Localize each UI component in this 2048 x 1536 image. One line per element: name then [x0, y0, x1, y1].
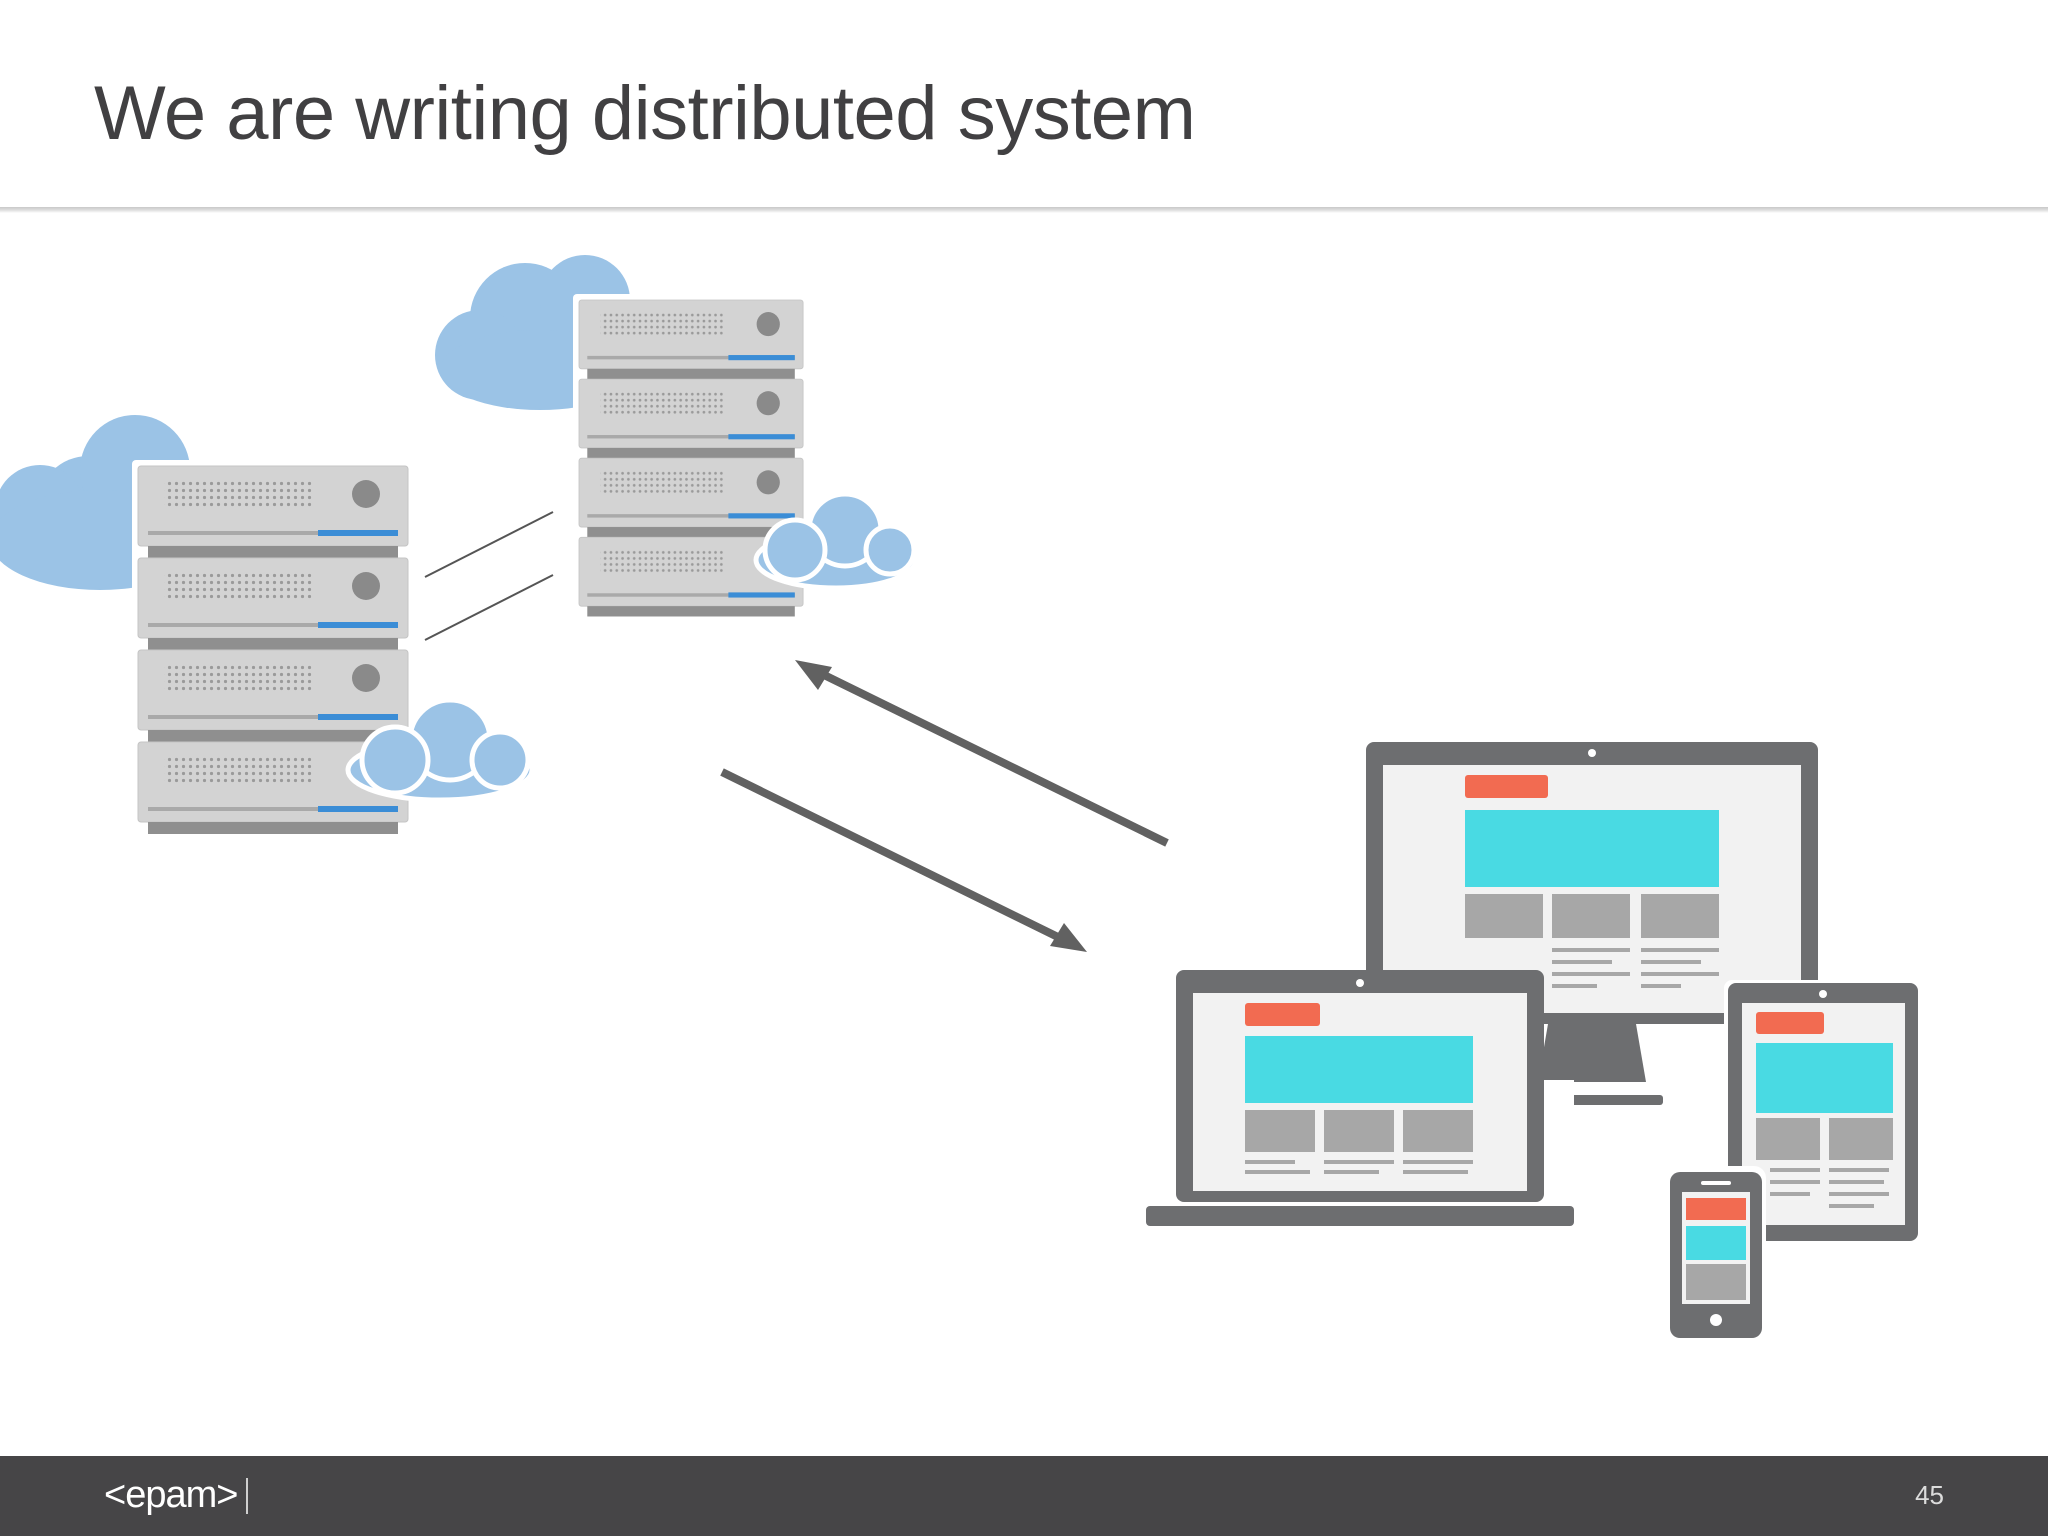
footer-divider	[246, 1478, 248, 1514]
slide-title: We are writing distributed system	[94, 71, 1196, 156]
footer-bar: <epam> 45	[0, 1456, 2048, 1536]
cloud-icon	[345, 697, 535, 803]
request-arrow	[720, 768, 1087, 952]
cloud-icon	[753, 491, 919, 591]
page-number: 45	[1915, 1480, 1944, 1510]
response-arrow	[795, 660, 1169, 847]
distributed-system-diagram	[0, 255, 1920, 1342]
tablet-icon	[1724, 980, 1920, 1242]
server-rack-right	[573, 294, 813, 617]
laptop-icon	[1146, 970, 1574, 1300]
title-divider	[0, 207, 2048, 213]
server-link-lines	[424, 511, 554, 641]
epam-logo: <epam>	[104, 1474, 238, 1516]
smartphone-icon	[1666, 1166, 1766, 1342]
server-rack-left	[132, 460, 414, 835]
